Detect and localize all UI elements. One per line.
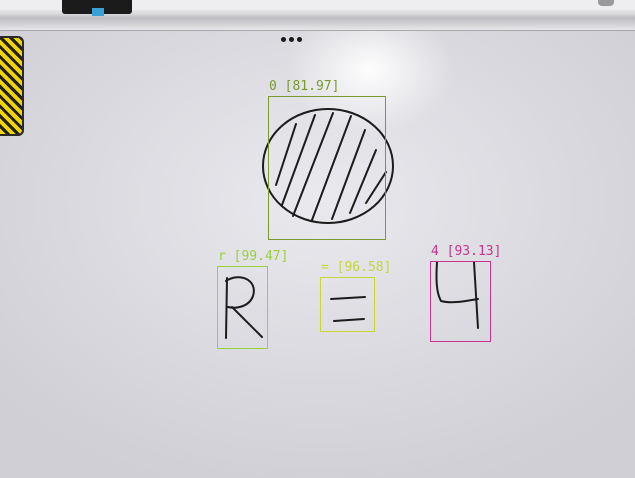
- rail-screw: [598, 0, 614, 6]
- detection-box-equals: [320, 277, 375, 332]
- detection-label-r: r [99.47]: [218, 249, 289, 264]
- drawn-circle: [262, 108, 394, 224]
- circle-hatching: [275, 112, 387, 221]
- black-clip: [62, 0, 132, 14]
- detection-box-zero: [268, 96, 386, 240]
- handwritten-r: [225, 276, 263, 339]
- rail-upper-edge: [0, 0, 635, 10]
- magnet-dots: [281, 27, 305, 46]
- detection-label-four: 4 [93.13]: [431, 244, 502, 259]
- detection-box-four: [430, 261, 491, 342]
- yellow-eraser: [0, 36, 24, 136]
- detection-label-zero: 0 [81.97]: [269, 79, 340, 94]
- handwritten-equals: [330, 296, 366, 322]
- detection-label-equals: = [96.58]: [321, 260, 392, 275]
- handwritten-four: [435, 261, 479, 329]
- detection-box-r: [217, 266, 268, 349]
- blue-clip-tab: [92, 8, 104, 16]
- whiteboard-top-rail: [0, 0, 635, 31]
